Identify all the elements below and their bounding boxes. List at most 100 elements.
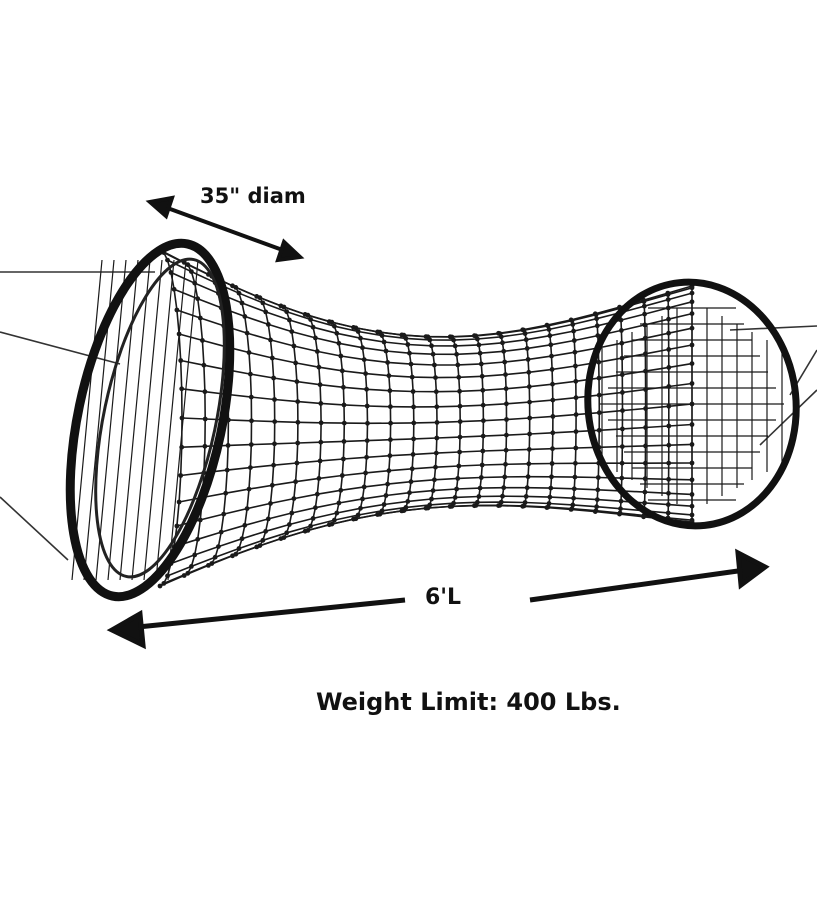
mesh-knot	[618, 506, 623, 512]
mesh-knot	[353, 325, 359, 331]
mesh-knot	[526, 384, 532, 390]
mesh-knot	[388, 437, 393, 443]
mesh-knot	[451, 337, 456, 343]
mesh-knot	[272, 441, 277, 447]
mesh-knot	[310, 324, 316, 330]
mesh-knot	[523, 494, 529, 499]
mesh-knot	[206, 563, 211, 568]
mesh-knot	[338, 353, 344, 359]
mesh-knot	[268, 337, 273, 343]
mesh-knot	[594, 497, 600, 502]
mesh-strand	[155, 259, 187, 581]
mesh-knot	[185, 570, 191, 576]
mesh-knot	[317, 382, 323, 388]
mesh-knot	[666, 403, 672, 409]
mesh-knot	[526, 369, 532, 375]
mesh-knot	[527, 399, 532, 405]
mesh-knot	[385, 481, 390, 487]
mesh-knot	[411, 436, 416, 442]
mesh-knot	[242, 314, 248, 319]
mesh-knot	[548, 485, 554, 491]
mesh-knot	[336, 340, 342, 346]
mesh-knot	[547, 333, 553, 339]
mesh-knot	[423, 505, 429, 511]
mesh-knot	[289, 510, 295, 516]
mesh-knot	[689, 285, 695, 291]
mesh-knot	[363, 371, 368, 376]
mesh-knot	[455, 362, 461, 368]
mesh-knot	[313, 335, 318, 341]
mesh-knot	[620, 390, 625, 395]
mesh-knot	[388, 404, 393, 410]
mesh-knot	[641, 299, 647, 304]
mesh-knot	[360, 496, 365, 502]
mesh-knot	[550, 397, 556, 403]
mesh-knot	[572, 349, 578, 355]
mesh-knot	[268, 501, 273, 506]
mesh-knot	[666, 347, 672, 352]
mesh-knot	[522, 331, 528, 336]
left-ring	[65, 238, 235, 602]
mesh-knot	[596, 359, 602, 365]
mesh-knot	[248, 465, 253, 470]
mesh-knot	[503, 447, 509, 453]
mesh-knot	[457, 388, 462, 394]
mesh-knot	[573, 363, 578, 369]
mesh-knot	[360, 345, 365, 351]
mesh-knot	[157, 583, 163, 589]
mesh-knot	[480, 433, 486, 439]
mesh-knot	[375, 512, 380, 517]
mesh-knot	[455, 476, 461, 481]
mesh-knot	[457, 449, 462, 455]
mesh-knot	[265, 516, 271, 522]
mesh-knot	[617, 511, 622, 517]
mesh-knot	[573, 412, 579, 417]
mesh-knot	[502, 474, 508, 480]
mesh-knot	[248, 442, 254, 447]
mesh-knot	[666, 490, 671, 496]
mesh-knot	[195, 536, 201, 542]
mesh-knot	[218, 529, 224, 535]
mesh-knot	[573, 395, 579, 401]
mesh-knot	[176, 499, 182, 505]
mesh-knot	[332, 323, 337, 329]
mesh-knot	[666, 316, 671, 322]
mesh-knot	[504, 401, 509, 407]
mesh-knot	[364, 438, 370, 443]
mesh-knot	[316, 476, 322, 481]
mesh-knot	[571, 338, 577, 343]
mesh-knot	[339, 473, 345, 478]
mesh-knot	[593, 312, 599, 318]
mesh-knot	[341, 384, 346, 390]
mesh-knot	[571, 328, 576, 334]
mesh-knot	[197, 315, 203, 321]
mesh-knot	[479, 462, 485, 468]
mesh-knot	[355, 512, 361, 518]
mesh-knot	[403, 336, 409, 341]
mesh-knot	[216, 544, 221, 549]
mesh-knot	[433, 464, 438, 470]
mesh-knot	[430, 351, 436, 357]
mesh-knot	[171, 286, 177, 292]
mesh-knot	[294, 379, 300, 384]
mesh-knot	[666, 423, 672, 429]
mesh-knot	[447, 504, 453, 509]
mesh-knot	[260, 300, 266, 306]
mesh-knot	[329, 319, 335, 325]
mesh-knot	[666, 365, 672, 370]
mesh-knot	[619, 372, 625, 378]
mesh-knot	[573, 429, 579, 434]
mesh-knot	[379, 333, 385, 338]
mesh-knot	[225, 443, 231, 448]
mesh-knot	[272, 419, 278, 424]
mesh-knot	[452, 495, 458, 500]
mesh-knot	[619, 460, 625, 466]
mesh-knot	[383, 493, 389, 498]
diameter-label: 35" diam	[200, 184, 306, 208]
mesh-knot	[433, 389, 439, 395]
mesh-knot	[595, 333, 601, 338]
mesh-knot	[316, 364, 322, 370]
mesh-knot	[326, 522, 332, 528]
mesh-knot	[405, 499, 411, 504]
mesh-knot	[501, 348, 507, 354]
